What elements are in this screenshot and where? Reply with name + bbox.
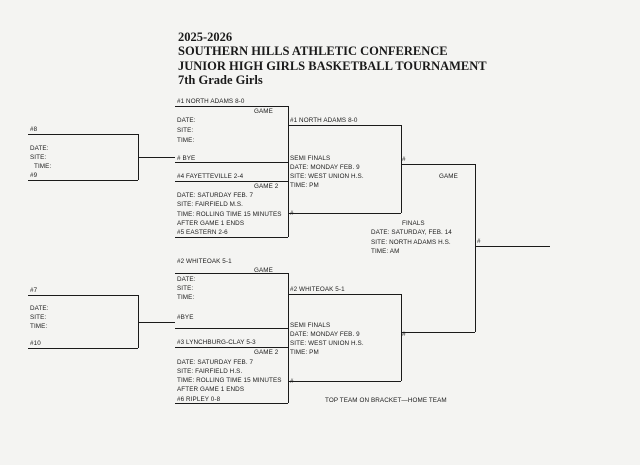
side-slot-10: #10 [30, 340, 41, 347]
bracket-line [175, 403, 288, 404]
bracket-line [28, 295, 138, 296]
game-2-label: GAME 2 [254, 349, 279, 356]
game-2-time: TIME: ROLLING TIME 15 MINUTES [177, 211, 282, 218]
bracket-line [288, 347, 289, 403]
bracket-line [175, 237, 288, 238]
game-date: DATE: [177, 276, 196, 283]
seed-4-team: #4 FAYETTEVILLE 2-4 [177, 173, 244, 180]
game-2-after: AFTER GAME 1 ENDS [177, 220, 245, 227]
tournament-title: JUNIOR HIGH GIRLS BASKETBALL TOURNAMENT [178, 59, 487, 73]
seed-1-team: #1 NORTH ADAMS 8-0 [177, 98, 245, 105]
game-site: SITE: [177, 285, 194, 292]
seed-3-team: #3 LYNCHBURG-CLAY 5-3 [177, 339, 256, 346]
semi-time: TIME: PM [290, 182, 319, 189]
game-2-date: DATE: SATURDAY FEB. 7 [177, 359, 254, 366]
game-time: TIME: [177, 137, 195, 144]
game-site: SITE: [177, 127, 194, 134]
semi-hash: # [290, 210, 294, 217]
bracket-line [288, 273, 289, 347]
bracket-line [288, 294, 401, 295]
seed-2-team: #2 WHITEOAK 5-1 [177, 258, 232, 265]
semi-time: TIME: PM [290, 349, 319, 356]
bracket-line [288, 106, 289, 181]
bracket-line [28, 134, 138, 135]
side-time: TIME: [34, 163, 52, 170]
semi-site: SITE: WEST UNION H.S. [290, 173, 364, 180]
semi-label: SEMI FINALS [290, 155, 331, 162]
semi-hash: # [290, 378, 294, 385]
finals-date: DATE: SATURDAY, FEB. 14 [371, 229, 452, 236]
bracket-line [175, 106, 288, 107]
bracket-line [175, 181, 288, 182]
bracket-line [138, 322, 175, 323]
final-slot-hash: # [402, 331, 406, 338]
game-date: DATE: [177, 117, 196, 124]
side-site: SITE: [30, 314, 47, 321]
bracket-line [28, 180, 138, 181]
bracket-line [475, 164, 476, 332]
bracket-line [401, 294, 402, 381]
bracket-line [288, 125, 401, 126]
bracket-line [175, 347, 288, 348]
game-time: TIME: [177, 294, 195, 301]
bracket-line [138, 295, 139, 348]
semi-date: DATE: MONDAY FEB. 9 [290, 331, 360, 338]
season-title: 2025-2026 [178, 30, 233, 44]
side-time: TIME: [30, 323, 48, 330]
seed-5-team: #5 EASTERN 2-6 [177, 229, 228, 236]
home-team-note: TOP TEAM ON BRACKET—HOME TEAM [325, 397, 447, 404]
finals-time: TIME: AM [371, 248, 400, 255]
semi-date: DATE: MONDAY FEB. 9 [290, 164, 360, 171]
game-right-label: GAME [439, 173, 458, 180]
game-2-site: SITE: FAIRFIELD M.S. [177, 201, 244, 208]
side-site: SITE: [30, 154, 47, 161]
semi-team-bottom: #2 WHITEOAK 5-1 [290, 286, 345, 293]
bye-slot: #BYE [177, 314, 194, 321]
bracket-line [175, 273, 288, 274]
bracket-line [28, 348, 138, 349]
side-slot-8: #8 [30, 126, 38, 133]
semi-team-top: #1 NORTH ADAMS 8-0 [290, 117, 358, 124]
bracket-line [175, 328, 288, 329]
side-slot-7: #7 [30, 287, 38, 294]
game-2-site: SITE: FAIRFIELD H.S. [177, 368, 243, 375]
finals-label: FINALS [402, 220, 425, 227]
semi-site: SITE: WEST UNION H.S. [290, 340, 364, 347]
bracket-line [138, 157, 175, 158]
bye-slot: # BYE [177, 155, 196, 162]
bracket-line [401, 332, 475, 333]
bracket-line [401, 164, 475, 165]
finals-site: SITE: NORTH ADAMS H.S. [371, 239, 451, 246]
game-2-after: AFTER GAME 1 ENDS [177, 386, 245, 393]
bracket-line [401, 125, 402, 213]
game-2-time: TIME: ROLLING TIME 15 MINUTES [177, 377, 282, 384]
game-2-date: DATE: SATURDAY FEB. 7 [177, 192, 254, 199]
bracket-line [288, 213, 401, 214]
game-label: GAME [254, 267, 273, 274]
side-date: DATE: [30, 305, 49, 312]
side-date: DATE: [30, 145, 49, 152]
final-slot-hash: # [402, 156, 406, 163]
champion-hash: # [477, 238, 481, 245]
division-title: 7th Grade Girls [178, 73, 263, 87]
bracket-line [288, 181, 289, 237]
seed-6-team: #6 RIPLEY 0-8 [177, 396, 221, 403]
bracket-line [288, 381, 401, 382]
game-2-label: GAME 2 [254, 183, 279, 190]
semi-label: SEMI FINALS [290, 322, 331, 329]
bracket-line [475, 246, 550, 247]
game-label: GAME [254, 108, 273, 115]
bracket-line [175, 162, 288, 163]
conference-title: SOUTHERN HILLS ATHLETIC CONFERENCE [178, 44, 448, 58]
side-slot-9: #9 [30, 172, 38, 179]
